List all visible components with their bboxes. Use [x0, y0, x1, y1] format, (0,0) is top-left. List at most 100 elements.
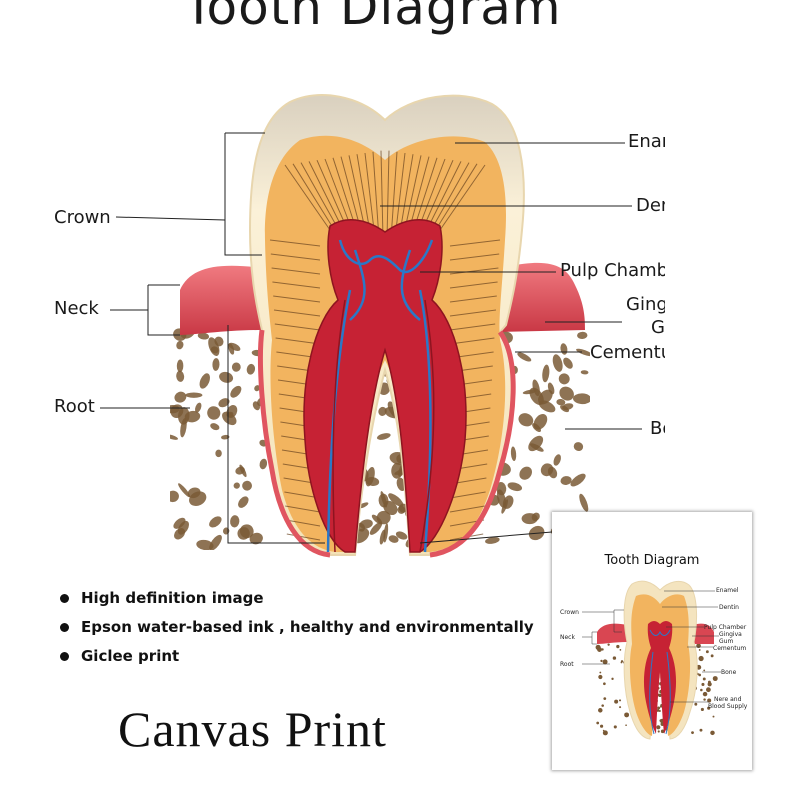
bone-speckle: [176, 340, 184, 350]
label-gingiva: Gingiva: [626, 294, 665, 315]
thumb-bone-speckle: [596, 721, 600, 725]
dentin-line: [395, 152, 406, 231]
dentin-line: [300, 162, 340, 231]
dentin-line: [273, 295, 321, 303]
thumbnail-tooth: [582, 580, 721, 740]
bone-speckle: [560, 343, 568, 355]
dentin-line: [275, 337, 321, 345]
bone-speckle: [177, 520, 189, 535]
feature-item: Giclee print: [60, 646, 534, 666]
thumb-bone-speckle: [657, 730, 660, 733]
dentin-line: [332, 157, 357, 231]
dentin-line: [449, 309, 497, 317]
thumb-bone-speckle: [602, 729, 605, 732]
dentin-line: [421, 159, 454, 231]
thumb-bone-speckle: [620, 660, 624, 663]
bullet-icon: [60, 593, 69, 603]
thumb-bone-speckle: [612, 656, 617, 660]
thumb-label-cementum: Cementum: [713, 645, 747, 652]
thumb-bone-speckle: [600, 659, 603, 663]
thumb-bone-speckle: [702, 677, 706, 681]
bone-speckle: [230, 515, 240, 528]
bone-speckle: [380, 491, 387, 508]
dentin-line: [324, 158, 353, 231]
bone-speckle: [223, 527, 230, 535]
nerve-vessels: [326, 239, 434, 553]
thumb-bone-speckle: [607, 643, 610, 646]
dentin-line: [404, 155, 422, 231]
bone-speckle: [496, 489, 507, 508]
thumb-label-enamel: Enamel: [716, 587, 739, 594]
dentin-line: [449, 505, 485, 513]
dentin-line: [316, 159, 349, 231]
thumb-bone-speckle: [707, 706, 711, 710]
dentin-line: [356, 154, 371, 231]
dentin-line: [270, 253, 321, 261]
bone-speckle: [485, 537, 500, 544]
dentin-line: [449, 253, 500, 261]
bone-speckle: [576, 348, 590, 357]
thumb-bone-speckle: [706, 687, 711, 693]
thumb-bone-speckle: [707, 680, 711, 684]
thumb-label-nerve-line2: Blood Supply: [708, 703, 748, 710]
thumb-bone-speckle: [603, 682, 606, 686]
bone-speckle: [215, 449, 222, 458]
dentin-line: [308, 161, 344, 231]
bone-speckle: [560, 476, 572, 485]
bone-speckle: [553, 454, 561, 466]
bone-speckle: [219, 371, 234, 383]
bone-speckle: [237, 527, 250, 540]
dentin-line: [449, 267, 499, 275]
label-dentin: Dentin: [636, 195, 665, 216]
dentin-line: [449, 281, 498, 289]
bone-speckle: [233, 482, 240, 489]
cementum-outline: [257, 329, 331, 558]
dentin-line: [449, 239, 501, 247]
thumb-bone-speckle: [616, 644, 620, 649]
feature-item: Epson water-based ink , healthy and envi…: [60, 617, 534, 637]
bone-speckle: [230, 385, 242, 398]
thumb-label-gum: Gum: [719, 638, 734, 645]
label-cementum: Cementum: [590, 342, 665, 363]
bone-speckle: [369, 522, 383, 535]
bone-speckle: [170, 490, 179, 503]
tooth-illustration: [100, 94, 642, 558]
label-enamel: Enamel: [628, 131, 665, 152]
dentin-line: [285, 505, 321, 513]
bone-speckle: [228, 343, 235, 355]
bone-speckle: [517, 352, 532, 362]
dentin-line: [417, 158, 446, 231]
bone-speckle: [559, 386, 574, 401]
thumb-bone-speckle: [698, 655, 704, 662]
thumb-bone-speckle: [603, 697, 607, 701]
thumb-label-dentin: Dentin: [719, 604, 739, 611]
dentin-line: [408, 156, 430, 231]
dentin-line: [449, 337, 495, 345]
thumb-bone-speckle: [618, 699, 622, 702]
thumb-bone-speckle: [699, 728, 703, 732]
dentin-line: [273, 309, 321, 317]
dentin-line: [340, 156, 362, 231]
dentin-line: [285, 519, 321, 527]
dentin-line: [439, 164, 486, 231]
thumb-bone-speckle: [659, 705, 662, 708]
dentin-line: [426, 161, 462, 231]
thumb-bone-speckle: [691, 731, 694, 735]
thumb-bone-speckle: [613, 725, 617, 729]
bone-speckle: [580, 370, 589, 375]
bone-speckle: [388, 493, 404, 507]
bone-speckle: [178, 483, 191, 498]
label-crown: Crown: [54, 207, 111, 228]
bone-speckle: [519, 466, 532, 480]
dentin-line: [449, 491, 486, 499]
bone-speckle: [221, 434, 230, 440]
dentin-line: [292, 163, 335, 231]
thumb-bone-speckle: [619, 648, 622, 651]
bone-speckle: [178, 407, 190, 425]
bone-speckle: [542, 364, 550, 383]
bone-speckle: [242, 480, 252, 491]
label-gum: Gum: [651, 317, 665, 338]
bone-speckle: [195, 402, 202, 413]
bone-speckle: [226, 405, 238, 419]
bone-speckle: [507, 482, 523, 492]
